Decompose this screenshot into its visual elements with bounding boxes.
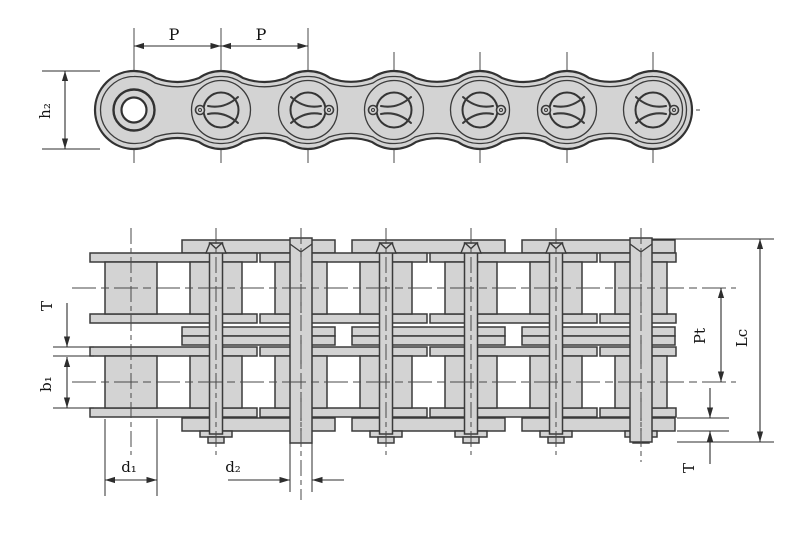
dimension-pin-diameter: d₂: [225, 443, 344, 492]
dimension-inner-width: b₁: [37, 357, 94, 409]
dim-label-overall-length: Lc: [733, 329, 751, 347]
middle-plates: [181, 326, 676, 346]
dimension-plate-thickness-left: T: [38, 301, 94, 357]
plan-view: T b₁ d₁ d₂ Pt: [37, 228, 774, 500]
outer-plates-top: [181, 239, 676, 254]
plan-view-centerlines: [72, 228, 736, 500]
end-bushing: [112, 88, 156, 132]
chain-inner-contour: [99, 75, 688, 145]
dim-label-plate-thickness-right: T: [680, 463, 698, 473]
dim-label-pitch-1: P: [169, 25, 180, 44]
dimension-overall-length: Lc: [652, 238, 774, 443]
dimension-plate-thickness-right: T: [677, 388, 729, 473]
inner-plates-top-strand: [89, 252, 677, 324]
dim-label-inner-width: b₁: [37, 376, 55, 392]
dim-label-pin-diameter: d₂: [225, 458, 241, 476]
dim-label-plate-height: h₂: [36, 103, 54, 119]
dim-label-pitch-2: P: [256, 25, 267, 44]
side-view: P P h₂: [36, 25, 700, 163]
outer-plates-bottom: [181, 417, 676, 432]
dimension-plate-height: h₂: [36, 70, 100, 150]
dimension-transverse-pitch: Pt: [691, 288, 725, 382]
dimension-pitch: P P: [134, 25, 308, 50]
dimension-roller-diameter: d₁: [104, 419, 158, 496]
dim-label-roller-diameter: d₁: [121, 458, 137, 476]
dim-label-plate-thickness-left: T: [38, 301, 56, 311]
dim-label-transverse-pitch: Pt: [691, 328, 709, 344]
